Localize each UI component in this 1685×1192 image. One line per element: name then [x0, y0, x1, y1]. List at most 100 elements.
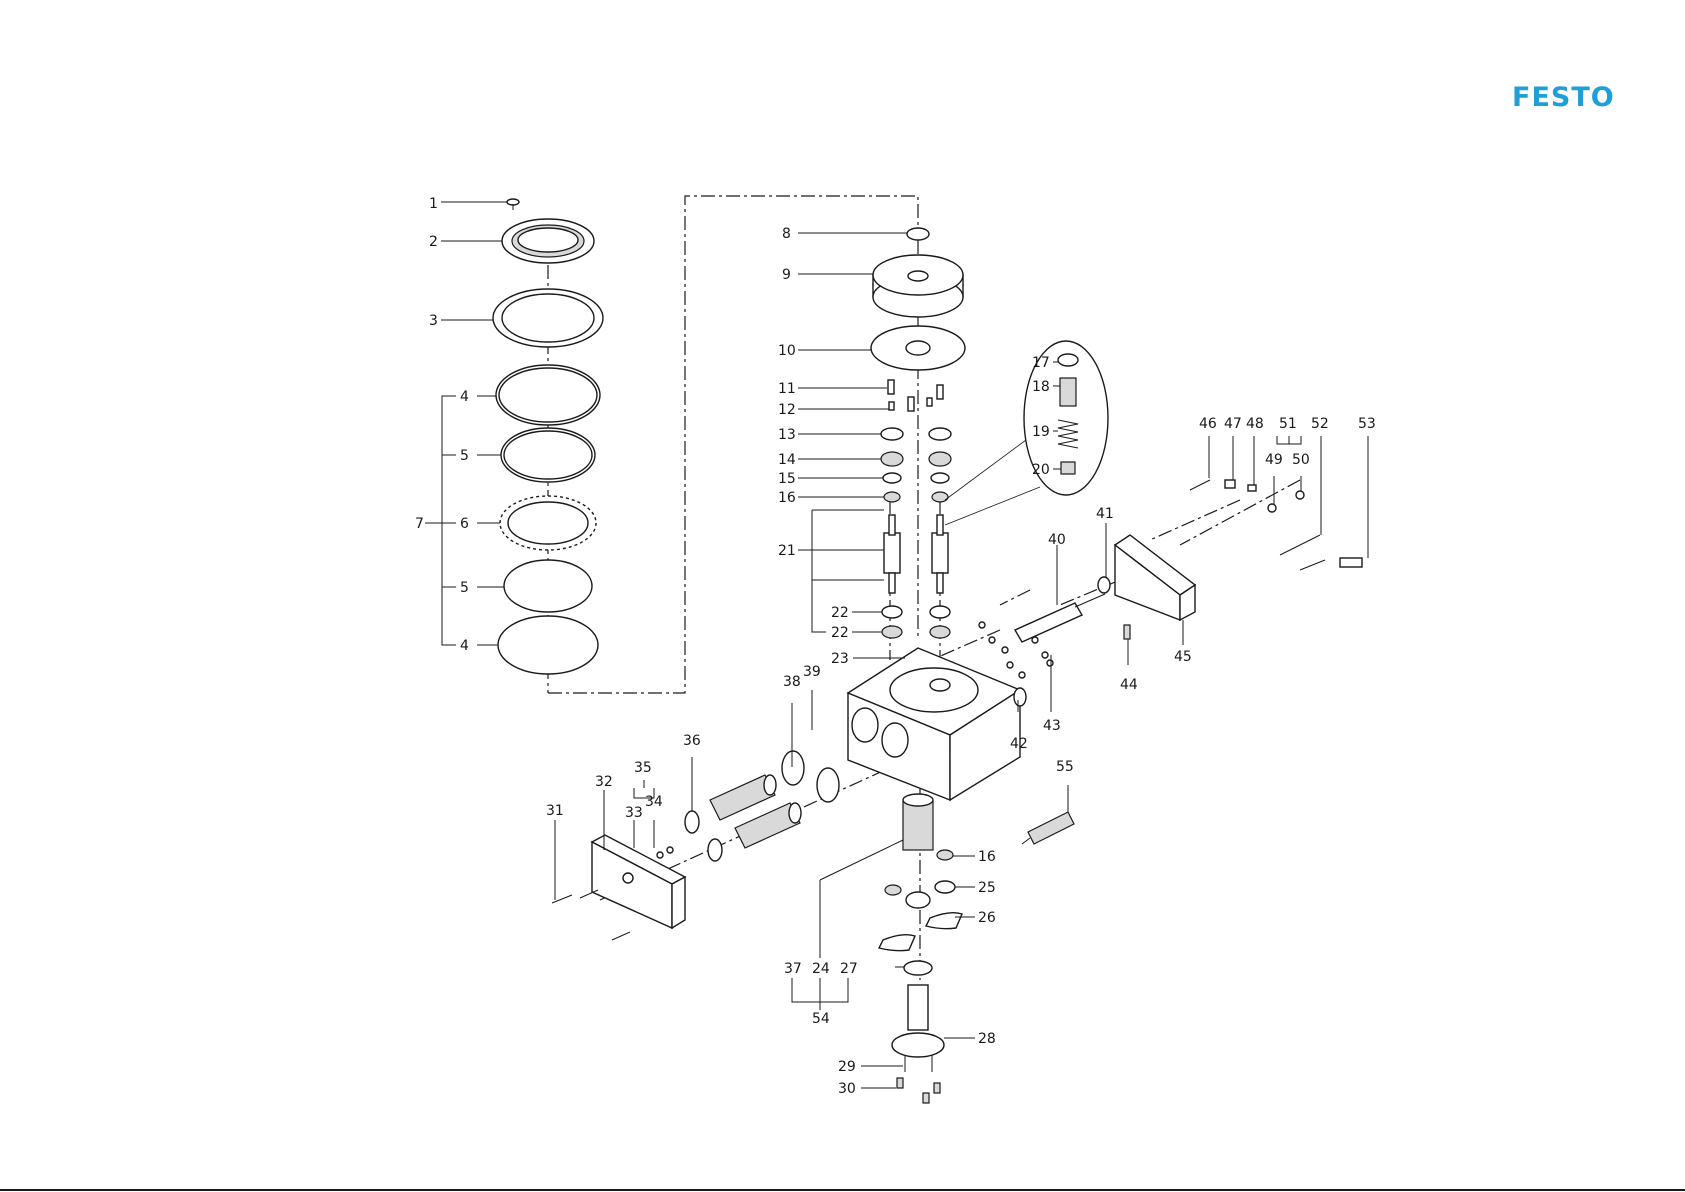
callout-7: 7 — [415, 516, 424, 532]
part-50 — [1296, 491, 1304, 499]
seal-part-17 — [1058, 354, 1078, 366]
callout-23: 23 — [831, 651, 849, 667]
screw-part-1 — [507, 199, 519, 210]
callout-26: 26 — [978, 910, 996, 926]
bushing-part-14-right — [929, 452, 951, 466]
callout-5-top: 5 — [460, 448, 469, 464]
valve-stacks — [881, 428, 951, 638]
callout-16-lower: 16 — [978, 849, 996, 865]
seal-part-25 — [935, 881, 955, 893]
seal-kit — [657, 811, 722, 861]
o-ring-part-8 — [907, 228, 929, 240]
grease-tube-part-55 — [1022, 812, 1074, 844]
callout-3: 3 — [429, 313, 438, 329]
callout-6: 6 — [460, 516, 469, 532]
callout-30: 30 — [838, 1081, 856, 1097]
callout-28: 28 — [978, 1031, 996, 1047]
gear-part-24 — [903, 800, 933, 850]
valve-spool-part-21-left — [884, 515, 900, 593]
callout-40: 40 — [1048, 532, 1066, 548]
callout-52: 52 — [1311, 416, 1329, 432]
shaft-tube — [908, 985, 928, 1030]
callout-20: 20 — [1032, 462, 1050, 478]
callout-51: 51 — [1279, 416, 1297, 432]
ring-part-4-bottom — [498, 616, 598, 674]
callout-25: 25 — [978, 880, 996, 896]
pins-part-11 — [888, 380, 943, 411]
callout-49: 49 — [1265, 452, 1283, 468]
seal-part-16-lower — [937, 850, 953, 860]
callout-33: 33 — [625, 805, 643, 821]
circlip-part-13-right — [929, 428, 951, 440]
fitting-part-53 — [1340, 558, 1362, 567]
callout-43: 43 — [1043, 718, 1061, 734]
o-ring-part-38 — [782, 751, 804, 785]
callout-34: 34 — [645, 794, 663, 810]
callout-15: 15 — [778, 471, 796, 487]
callout-8: 8 — [782, 226, 791, 242]
seal-part-22-upper-left — [882, 606, 902, 618]
callout-13: 13 — [778, 427, 796, 443]
callout-54: 54 — [812, 1011, 830, 1027]
cylinders-part-37 — [710, 775, 801, 848]
circlip-part-13-left — [881, 428, 903, 440]
seal-part-41 — [1098, 577, 1110, 593]
callout-5-bottom: 5 — [460, 580, 469, 596]
callout-38: 38 — [783, 674, 801, 690]
ball-cage-part-6 — [500, 496, 596, 550]
o-ring-part-42 — [1014, 688, 1026, 706]
callout-4-top: 4 — [460, 389, 469, 405]
callout-41: 41 — [1096, 506, 1114, 522]
plug-part-20 — [1061, 462, 1075, 474]
circlip-part-27 — [904, 961, 932, 975]
callout-21: 21 — [778, 543, 796, 559]
callout-48: 48 — [1246, 416, 1264, 432]
callout-10: 10 — [778, 343, 796, 359]
pin-part-44 — [1124, 625, 1130, 639]
callout-39: 39 — [803, 664, 821, 680]
index-disc-part-10 — [871, 326, 965, 370]
part-48 — [1248, 485, 1256, 491]
callout-46: 46 — [1199, 416, 1217, 432]
callout-9: 9 — [782, 267, 791, 283]
callout-29: 29 — [838, 1059, 856, 1075]
detail-bubble — [945, 341, 1108, 525]
callout-47: 47 — [1224, 416, 1242, 432]
part-47 — [1225, 480, 1235, 488]
callout-17: 17 — [1032, 355, 1050, 371]
callout-37: 37 — [784, 961, 802, 977]
callout-44: 44 — [1120, 677, 1138, 693]
cover-plate-part-45 — [1115, 535, 1195, 620]
callout-24: 24 — [812, 961, 830, 977]
ring-part-5-top — [501, 428, 595, 482]
seal-part-22-lower-left — [882, 626, 902, 638]
part-49 — [1268, 504, 1276, 512]
washer-ring-part-3 — [493, 289, 603, 347]
o-ring-part-38b — [817, 768, 839, 802]
callout-18: 18 — [1032, 379, 1050, 395]
callout-11: 11 — [778, 381, 796, 397]
screw-part-30 — [897, 1078, 903, 1088]
seal-part-36 — [685, 811, 699, 833]
callout-1: 1 — [429, 196, 438, 212]
callout-32: 32 — [595, 774, 613, 790]
callout-22-lower: 22 — [831, 625, 849, 641]
piston-part-18 — [1060, 378, 1076, 406]
seal-part-22-lower-right — [930, 626, 950, 638]
callout-45: 45 — [1174, 649, 1192, 665]
callout-35: 35 — [634, 760, 652, 776]
callout-55: 55 — [1056, 759, 1074, 775]
seal-part-16-left — [884, 492, 900, 502]
callout-50: 50 — [1292, 452, 1310, 468]
callout-27: 27 — [840, 961, 858, 977]
housing-part-23 — [848, 648, 1020, 800]
piston-cap-part-9 — [873, 255, 963, 317]
callout-22-upper: 22 — [831, 605, 849, 621]
callout-53: 53 — [1358, 416, 1376, 432]
callout-14: 14 — [778, 452, 796, 468]
callout-42: 42 — [1010, 736, 1028, 752]
callout-36: 36 — [683, 733, 701, 749]
flange-part-28 — [892, 1033, 944, 1057]
bearing-ring-part-2 — [502, 219, 594, 263]
ring-part-4-top — [496, 365, 600, 425]
